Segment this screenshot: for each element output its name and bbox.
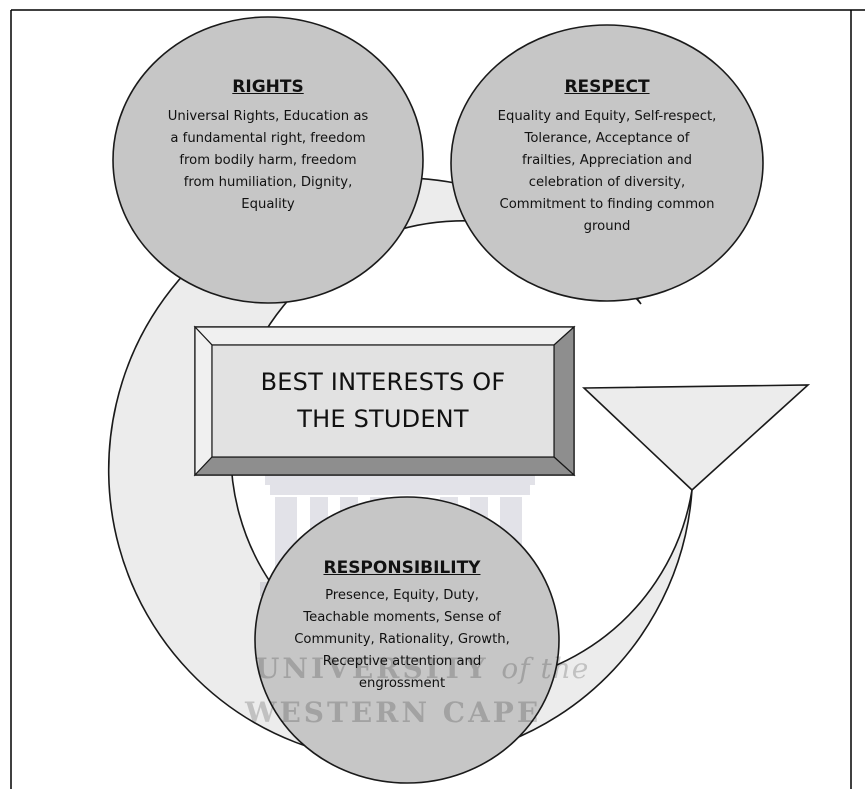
respect-circle — [450, 24, 764, 302]
responsibility-line: engrossment — [358, 676, 446, 691]
responsibility-line: Community, Rationality, Growth, — [294, 632, 510, 647]
center-title: BEST INTERESTS OF THE STUDENT — [212, 364, 554, 438]
watermark-of-the: of the — [501, 652, 590, 685]
rights-line: a fundamental right, freedom — [170, 131, 366, 146]
center-title-line: BEST INTERESTS OF — [260, 368, 506, 396]
watermark-western-cape: WESTERN CAPE — [245, 696, 542, 729]
responsibility-line: Receptive attention and — [322, 654, 482, 669]
rights-line: Equality — [241, 197, 295, 212]
respect-line: Commitment to finding common — [499, 197, 715, 212]
responsibility-circle — [254, 496, 560, 784]
respect-line: ground — [583, 219, 631, 234]
responsibility-line: Teachable moments, Sense of — [303, 610, 501, 625]
watermark-university: UNIVERSITY of the — [255, 652, 589, 685]
respect-line: frailties, Appreciation and — [522, 153, 692, 168]
cycle-arrow-head — [582, 384, 811, 492]
watermark-university-main: UNIVERSITY — [255, 652, 489, 685]
respect-text: Equality and Equity, Self-respect, Toler… — [467, 106, 747, 238]
rights-text: Universal Rights, Education as a fundame… — [138, 106, 398, 216]
center-box — [193, 325, 576, 477]
responsibility-heading: RESPONSIBILITY — [323, 558, 481, 578]
respect-heading: RESPECT — [564, 77, 650, 97]
respect-line: celebration of diversity, — [528, 175, 686, 190]
center-title-line: THE STUDENT — [297, 405, 469, 433]
rights-heading: RIGHTS — [232, 77, 304, 97]
respect-line: Equality and Equity, Self-respect, — [497, 109, 717, 124]
rights-line: from bodily harm, freedom — [179, 153, 357, 168]
rights-line: Universal Rights, Education as — [167, 109, 369, 124]
rights-circle — [112, 16, 424, 304]
rights-line: from humiliation, Dignity, — [183, 175, 353, 190]
responsibility-text: Presence, Equity, Duty, Teachable moment… — [272, 585, 532, 695]
respect-line: Tolerance, Acceptance of — [524, 131, 690, 146]
responsibility-line: Presence, Equity, Duty, — [325, 588, 479, 603]
